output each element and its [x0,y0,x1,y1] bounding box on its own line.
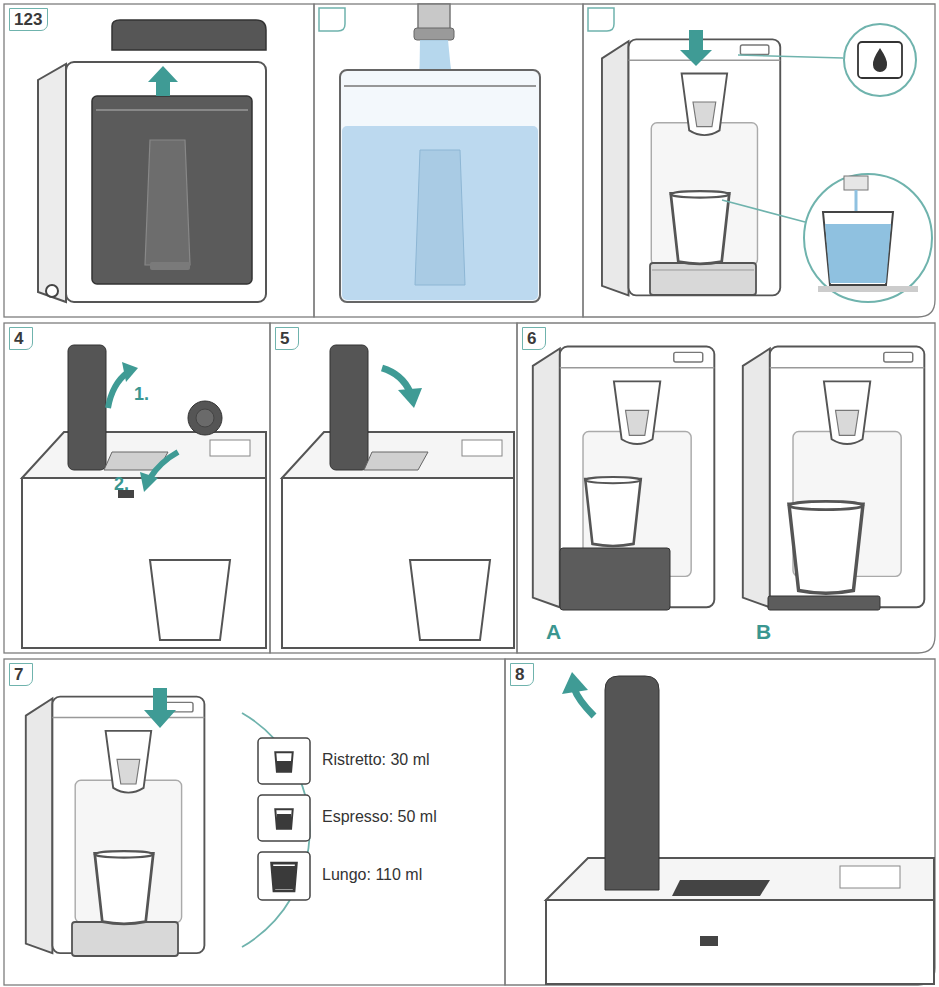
step-number: 123 [14,10,42,29]
step-number: 8 [515,665,524,684]
size-label: Lungo: 110 ml [320,866,424,884]
tank-removal [38,20,266,302]
lever-closing [282,345,514,648]
step-number: 7 [14,665,23,684]
step-number-tab: 6 [522,327,546,350]
step-number-tab: 8 [510,663,534,686]
rinse-step [602,24,932,302]
callout-label: B [756,620,771,644]
callout-label: 2. [114,474,129,495]
step-number-tab: 7 [9,663,33,686]
step-number-tab: 5 [275,327,299,350]
size-label: Espresso: 50 ml [320,808,439,826]
capsule-insertion [22,345,266,648]
cup-tray-positions [533,347,925,610]
water-filling [340,4,540,302]
size-label: Ristretto: 30 ml [320,751,432,769]
step-number-tab: 4 [9,327,33,350]
step-number: 5 [280,329,289,348]
step-number: 4 [14,329,23,348]
size-selection [26,688,310,956]
callout-label: 1. [134,384,149,405]
callout-label: A [546,620,561,644]
step-number-tab: 123 [9,8,48,31]
lever-opening [546,672,934,984]
panel-frames [4,4,935,985]
empty-step-tab [588,8,614,31]
empty-step-tab [319,8,345,31]
step-number: 6 [527,329,536,348]
